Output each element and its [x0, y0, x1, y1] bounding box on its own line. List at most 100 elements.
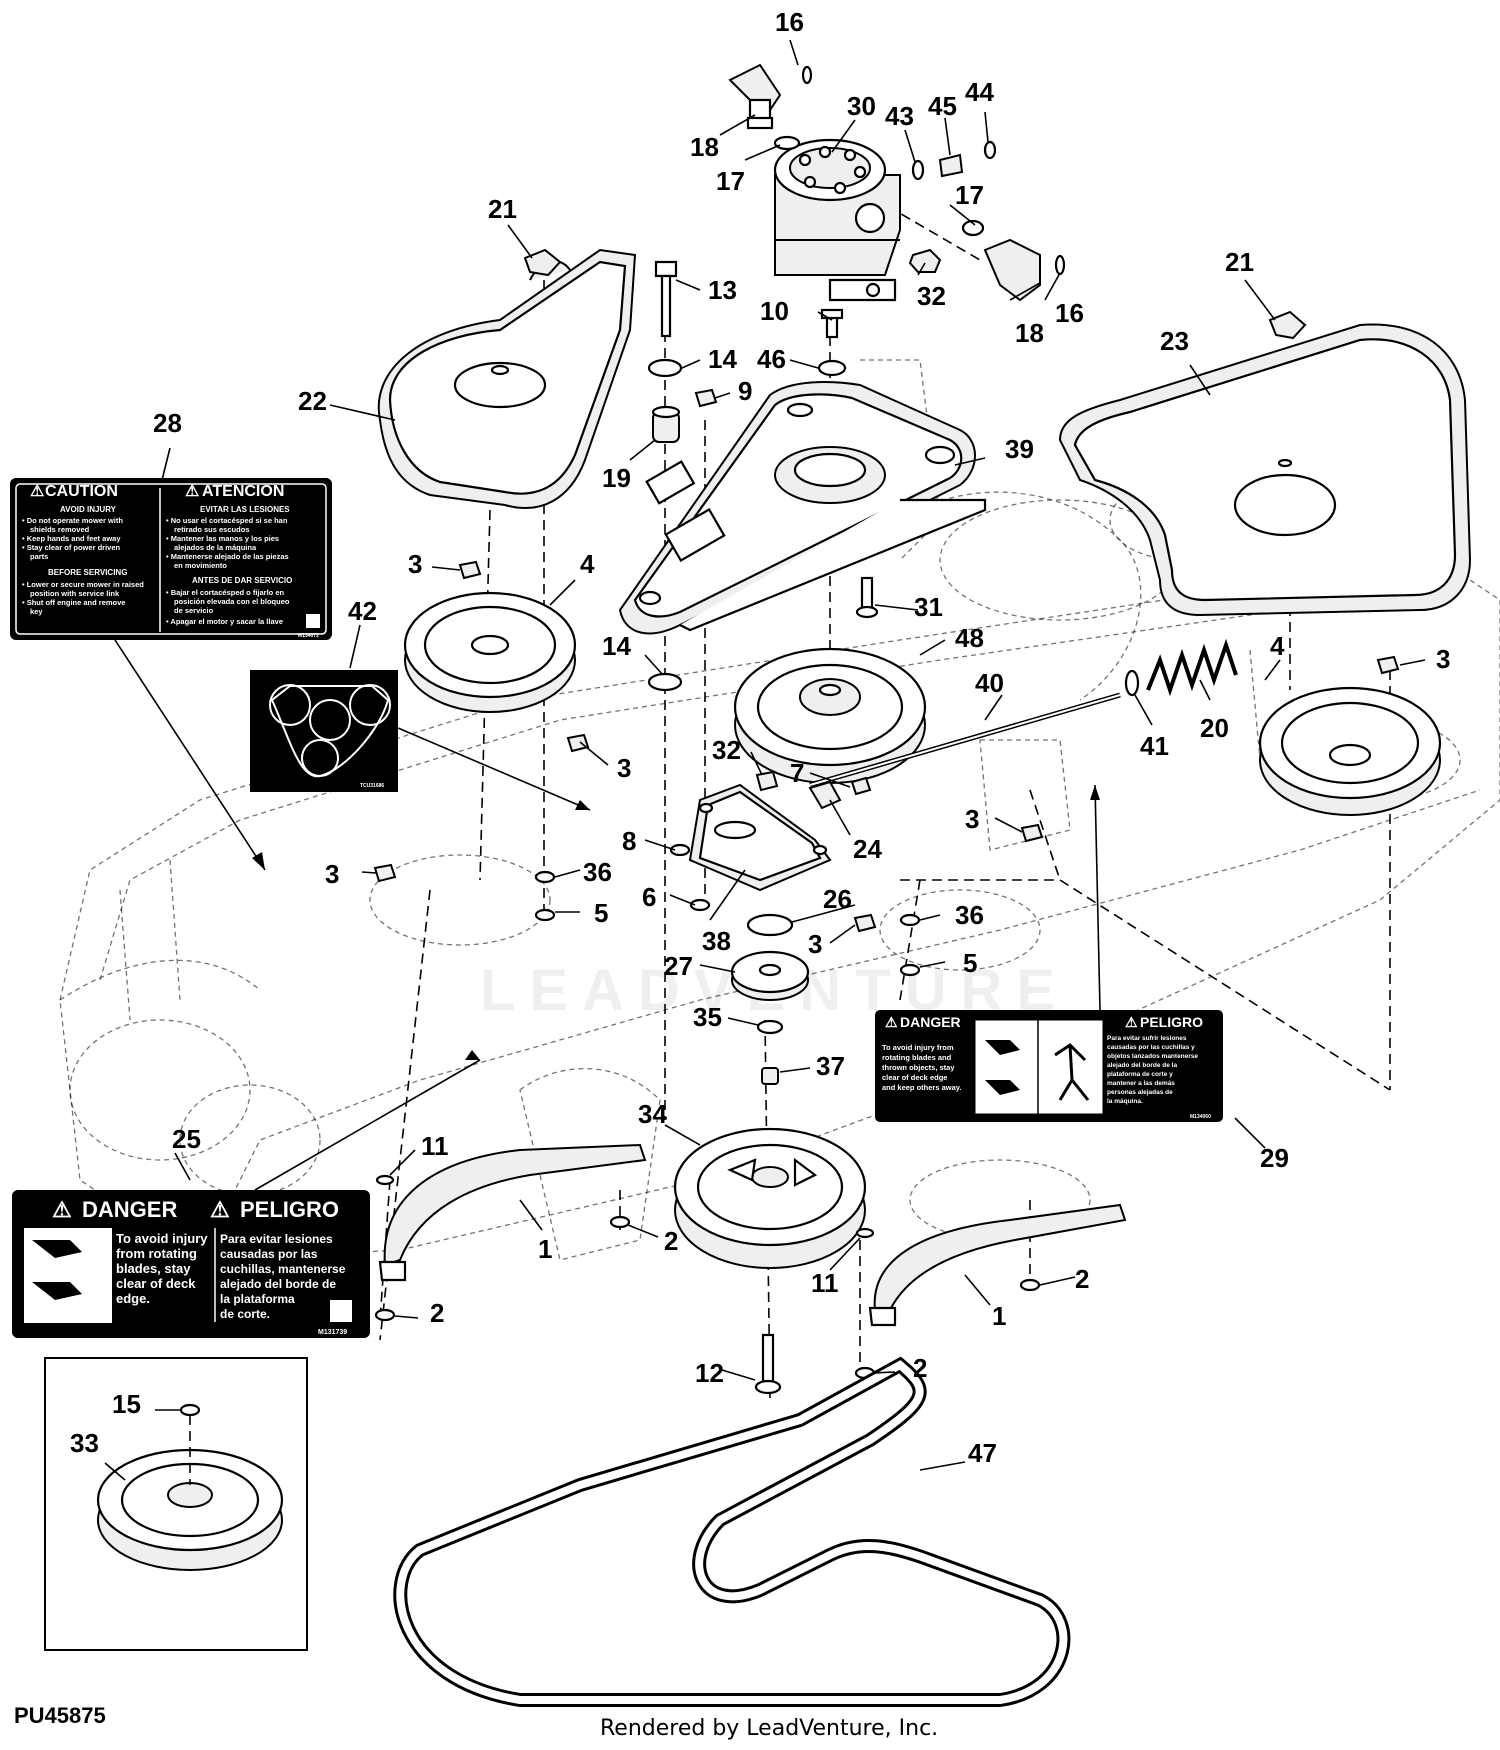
nut-7	[850, 776, 872, 796]
caution-en-line: • Shut off engine and remove	[22, 598, 125, 607]
callout-18: 18	[1015, 318, 1044, 348]
elbow-fitting-right	[961, 219, 1066, 302]
callout-32: 32	[712, 735, 741, 765]
callout-2: 2	[913, 1353, 927, 1383]
caution-es-line: en movimiento	[174, 561, 227, 570]
danger-small-en-line: and keep others away.	[882, 1083, 961, 1092]
danger-large-en-line: To avoid injury	[116, 1231, 208, 1246]
spacer-37	[761, 1067, 779, 1085]
danger-small-es-line: personas alejadas de	[1107, 1089, 1173, 1096]
callout-13: 13	[708, 275, 737, 305]
caution-en-line: • Stay clear of power driven	[22, 543, 120, 552]
caution-es-line: de servicio	[174, 606, 214, 615]
tension-rod-40	[809, 692, 1121, 788]
diagram-id: PU45875	[14, 1703, 106, 1728]
hand-blade-icon	[32, 1282, 82, 1300]
caution-en-line: parts	[30, 552, 48, 561]
callout-16: 16	[1055, 298, 1084, 328]
washer-35	[756, 1019, 784, 1035]
caution-en-line: • Keep hands and feet away	[22, 534, 121, 543]
caution-es-sub1: EVITAR LAS LESIONES	[200, 505, 290, 514]
callout-36: 36	[955, 900, 984, 930]
callout-32: 32	[917, 281, 946, 311]
caution-es-sub2: ANTES DE DAR SERVICIO	[192, 576, 292, 585]
hand-blade-icon	[985, 1040, 1020, 1055]
danger-large-es-line: cuchillas, mantenerse	[220, 1262, 346, 1276]
elbow-fitting-left	[728, 63, 813, 151]
callout-47: 47	[968, 1438, 997, 1468]
caution-part-code: M134072	[298, 633, 319, 639]
caution-es-line: • Mantener las manos y los pies	[166, 534, 279, 543]
caution-es-line: • Mantenerse alejado de las piezas	[166, 552, 289, 561]
callout-3: 3	[1436, 644, 1450, 674]
callout-33: 33	[70, 1428, 99, 1458]
svg-text:⚠: ⚠	[210, 1197, 230, 1222]
nut-3-right-pulley	[1376, 655, 1400, 675]
danger-small-en-line: rotating blades and	[882, 1053, 952, 1062]
render-credit: Rendered by LeadVenture, Inc.	[600, 1716, 939, 1741]
danger-large-en-line: blades, stay	[116, 1261, 191, 1276]
danger-large-en-line: from rotating	[116, 1246, 197, 1261]
caution-es-line: posición elevada con el bloqueo	[174, 597, 290, 606]
callout-36: 36	[583, 857, 612, 887]
idler-pulley-27	[730, 950, 810, 1001]
nut-3-left-pulley	[458, 560, 482, 580]
idler-bracket-plate	[618, 381, 987, 635]
danger-small-en-line: clear of deck edge	[882, 1073, 947, 1082]
wing-nut-21-left	[523, 248, 562, 277]
danger-large-es-line: causadas por las	[220, 1247, 318, 1261]
callout-6: 6	[642, 882, 656, 912]
callout-24: 24	[853, 834, 882, 864]
drive-belt-47	[393, 1356, 1071, 1707]
pivot-24	[808, 780, 842, 810]
danger-small-es-line: objetos lanzados mantenerse	[1107, 1053, 1198, 1060]
callout-2: 2	[430, 1298, 444, 1328]
leader-lines	[104, 39, 1426, 1481]
wing-nut-21-right	[1268, 310, 1307, 340]
washer-26	[746, 913, 794, 937]
danger-large-title-es: PELIGRO	[240, 1197, 339, 1222]
danger-small-es-line: plataforma de corte y	[1107, 1071, 1173, 1078]
callout-26: 26	[823, 884, 852, 914]
caution-en-line: shields removed	[30, 525, 90, 534]
callout-17: 17	[716, 166, 745, 196]
danger-small-es-line: alejado del borde de la	[1107, 1062, 1177, 1069]
danger-large-code: M131739	[318, 1329, 347, 1336]
danger-large-es-line: Para evitar lesiones	[220, 1232, 333, 1246]
caution-en-line: position with service link	[30, 589, 120, 598]
caution-es-line: alejados de la máquina	[174, 543, 257, 552]
danger-label-29: ⚠ DANGER ⚠ PELIGRO To avoid injury from …	[875, 1010, 1223, 1122]
bolt-13	[654, 260, 678, 338]
pulley-4-right	[1258, 686, 1442, 816]
caution-es-line: retirado sus escudos	[174, 525, 249, 534]
pulley-48-center	[733, 647, 927, 784]
hand-blade-icon	[32, 1240, 82, 1258]
caution-title-en: CAUTION	[45, 483, 118, 500]
danger-small-title-en: DANGER	[900, 1014, 961, 1030]
callout-16: 16	[775, 7, 804, 37]
callout-19: 19	[602, 463, 631, 493]
danger-small-es-line: mantener a las demás	[1107, 1080, 1175, 1087]
danger-large-title-en: DANGER	[82, 1197, 177, 1222]
caution-en-sub1: AVOID INJURY	[60, 505, 117, 514]
danger-small-en-line: To avoid injury from	[882, 1043, 954, 1052]
callout-44: 44	[965, 77, 994, 107]
caution-en-line: key	[30, 607, 43, 616]
danger-large-es-line: alejado del borde de	[220, 1277, 336, 1291]
callout-5: 5	[963, 948, 977, 978]
callout-18: 18	[690, 132, 719, 162]
nut-9	[694, 388, 718, 408]
callout-48: 48	[955, 623, 984, 653]
caution-en-sub2: BEFORE SERVICING	[48, 568, 127, 577]
caution-en-line: • Do not operate mower with	[22, 516, 123, 525]
danger-large-en-line: edge.	[116, 1291, 150, 1306]
callout-28: 28	[153, 408, 182, 438]
lock-nut-32-top	[908, 248, 942, 273]
qr-code-icon	[330, 1300, 352, 1322]
belt-shield-left	[377, 248, 637, 509]
callout-35: 35	[693, 1002, 722, 1032]
svg-text:⚠: ⚠	[885, 1014, 898, 1030]
danger-small-title-es: PELIGRO	[1140, 1014, 1203, 1030]
callout-27: 27	[664, 951, 693, 981]
hydraulic-pump	[773, 138, 901, 302]
